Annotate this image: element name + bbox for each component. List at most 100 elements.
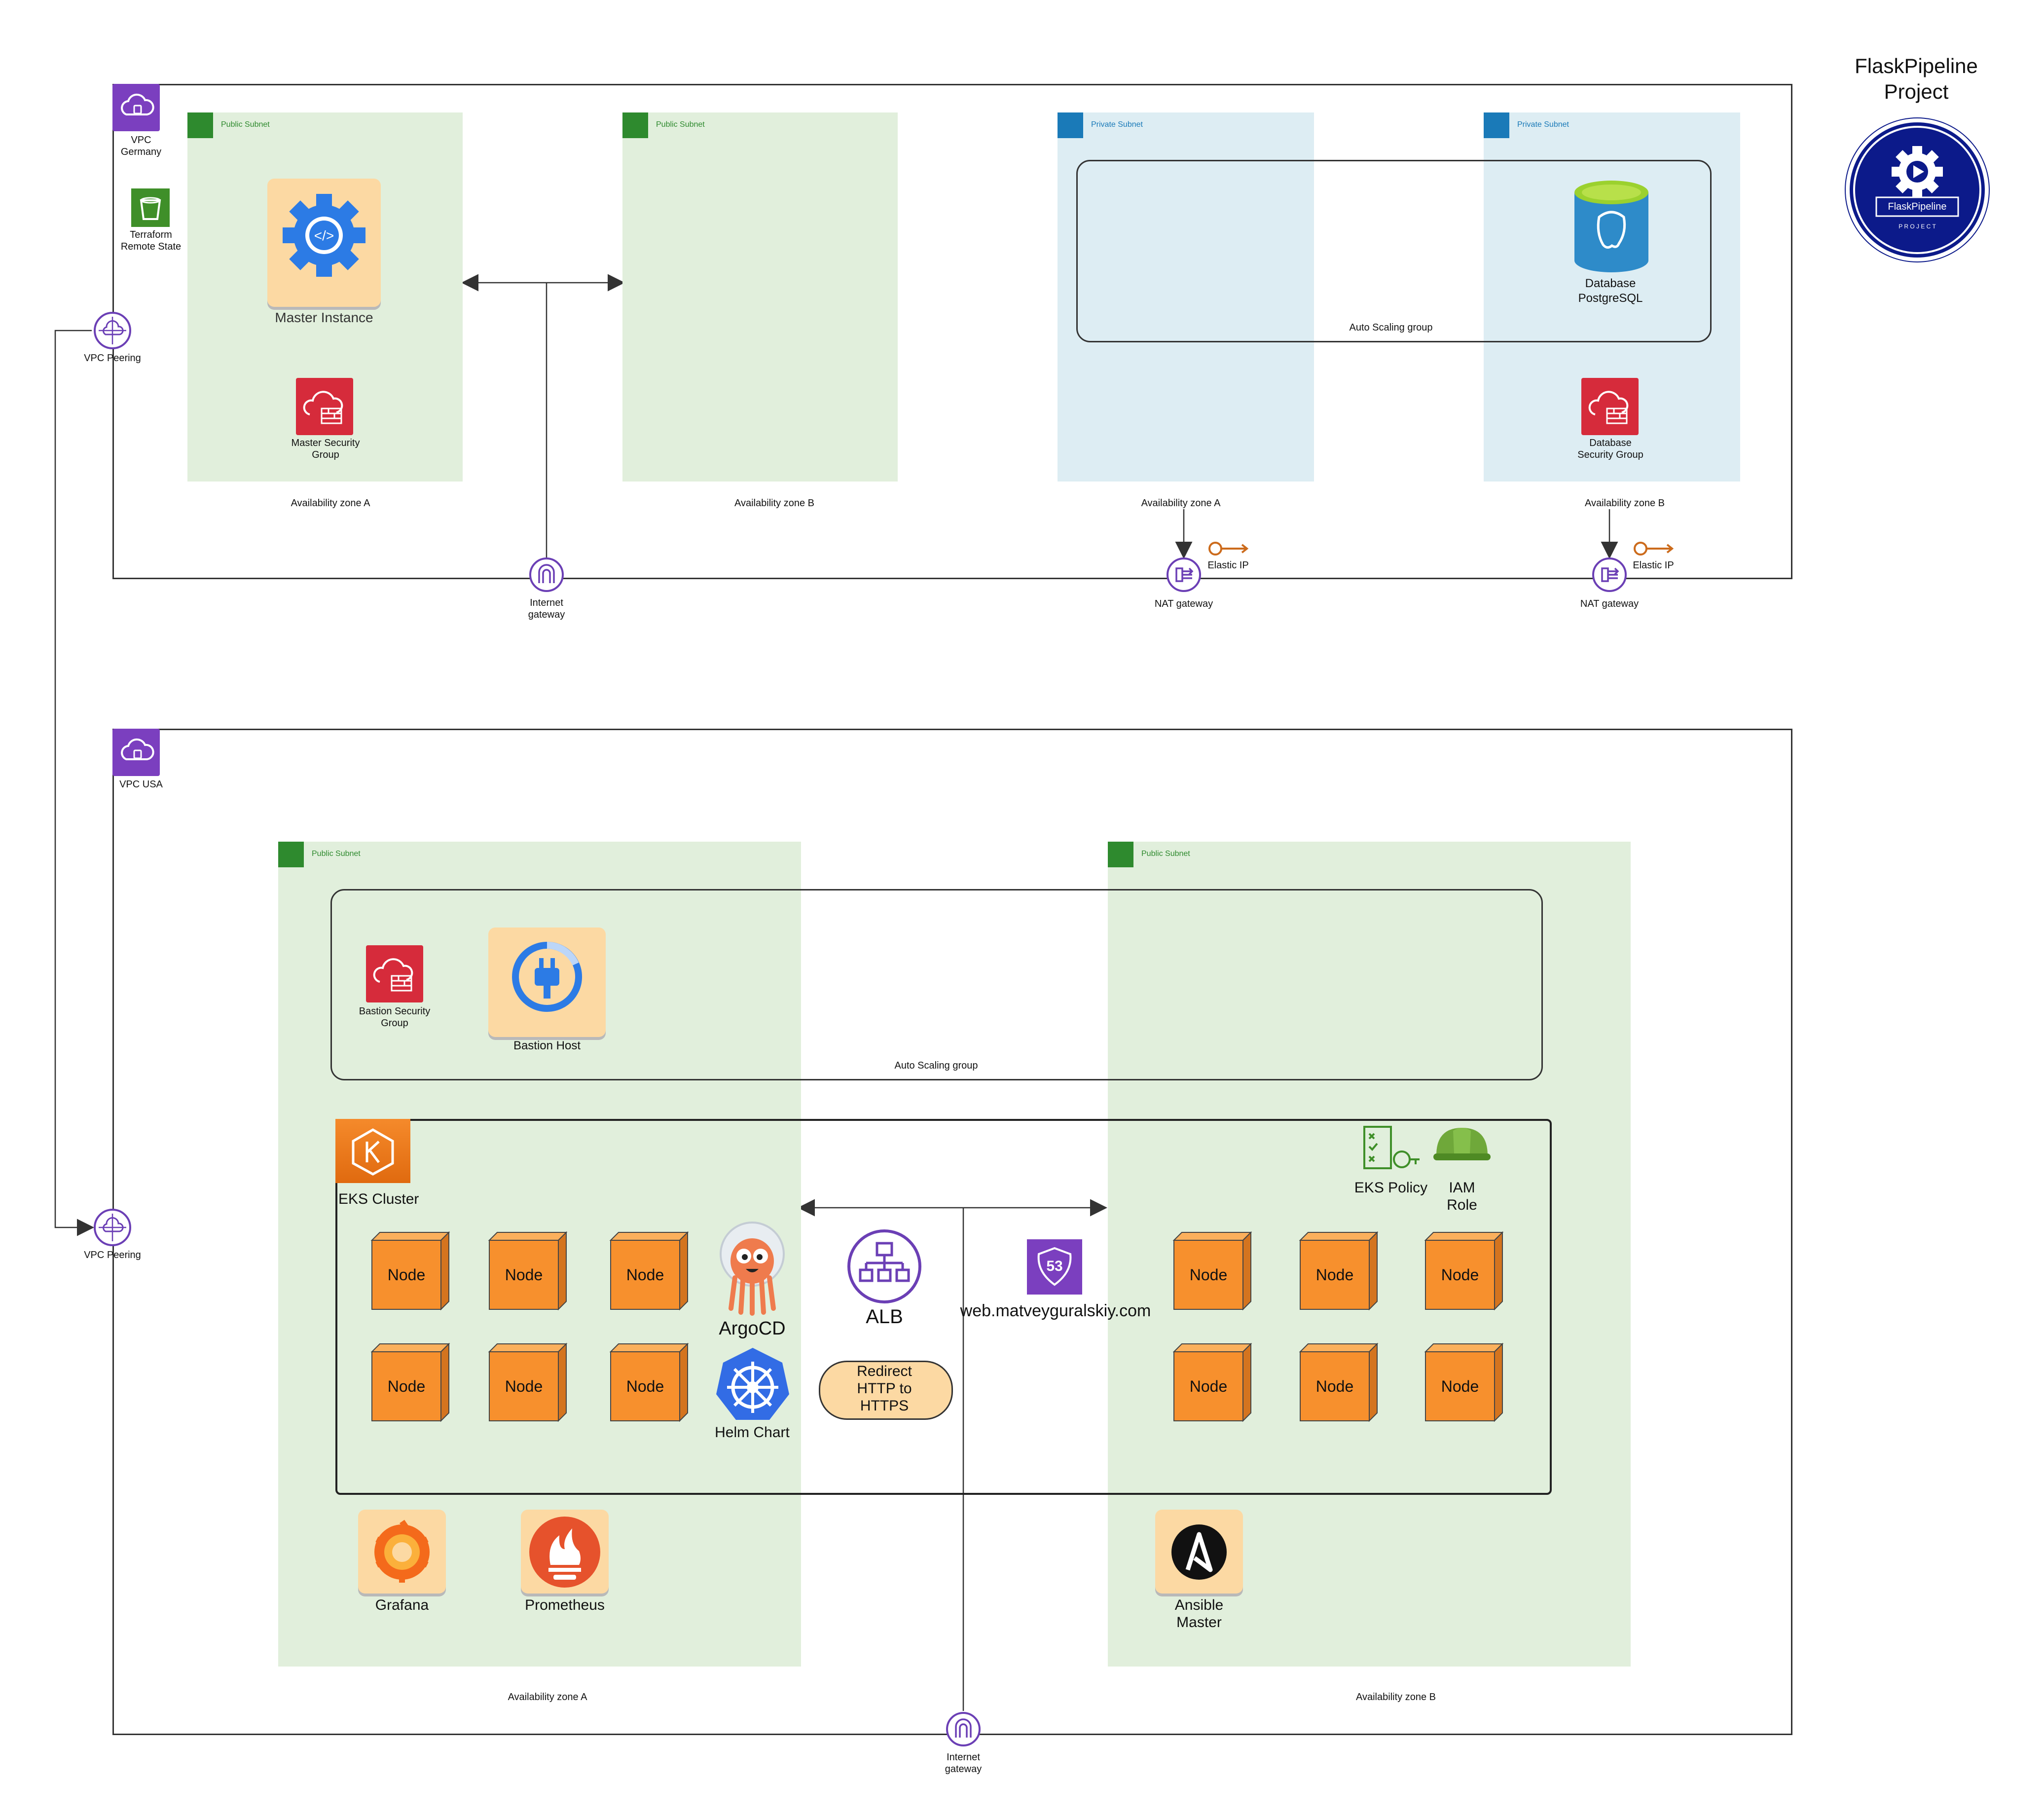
node-cube-icon [609,1342,689,1422]
node-box: Node [370,1342,450,1422]
lock-icon [187,112,213,138]
usa-igw-label: Internet gateway [914,1751,1013,1775]
node-label: Node [1441,1377,1479,1395]
germany-igw-label: Internet gateway [497,597,596,621]
az-label: Availability zone A [508,1692,587,1703]
node-cube-icon [1172,1231,1252,1311]
germany-asg-label: Auto Scaling group [1349,322,1433,333]
node-label: Node [1315,1377,1354,1395]
vpc-germany-label-2: Germany [120,147,162,157]
node-cube-icon [1172,1342,1252,1422]
firewall-icon [366,945,423,1002]
lock-icon [1484,112,1509,138]
iam-role-label-1: IAM [1449,1180,1475,1196]
eks-policy-label: EKS Policy [1354,1180,1428,1196]
redirect-label-1: Redirect [857,1363,912,1379]
nat-gateway-icon [1167,557,1201,592]
firewall-icon [1581,378,1639,435]
bastion-sg-label-1: Bastion Security [359,1006,431,1017]
route53-number: 53 [1046,1258,1063,1274]
alb-icon [847,1229,921,1303]
database-label: Database PostgreSQL [1544,276,1677,306]
bastion-host-label: Bastion Host [513,1039,581,1052]
elastic-ip-key-icon [1634,542,1674,556]
s3-bucket-icon [131,188,170,227]
project-title-line1: FlaskPipeline [1855,54,1978,77]
nat-gateway-label: NAT gateway [1154,598,1213,609]
bastion-host-tile: Bastion Host [488,927,606,1052]
redirect-label-3: HTTPS [860,1398,909,1414]
plug-icon [512,942,583,1012]
node-label: Node [505,1266,543,1284]
bastion-sg-label-2: Group [381,1018,408,1029]
argocd-octopus-icon [720,1222,785,1316]
igw-label-2: gateway [528,609,565,620]
node-label: Node [1315,1266,1354,1284]
project-title-line2: Project [1884,80,1949,103]
node-label: Node [387,1377,426,1395]
node-cube-icon [488,1231,568,1311]
svg-text:</>: </> [314,228,334,243]
vpc-peering-icon [94,1209,131,1246]
prometheus-label: Prometheus [525,1597,605,1613]
master-instance-label: Master Instance [275,310,373,325]
eks-cluster-label: EKS Cluster [338,1191,419,1207]
node-cube-icon [1299,1231,1379,1311]
postgresql-database-icon [1574,181,1648,272]
elastic-ip-label: Elastic IP [1633,560,1674,571]
ansible-master-label: Ansible Master [1142,1596,1256,1631]
node-box: Node [1424,1231,1504,1311]
ansible-tile [1155,1510,1243,1594]
grafana-tile [358,1510,446,1594]
ansible-label-1: Ansible [1174,1597,1224,1613]
terraform-label-1: Terraform [130,229,172,240]
vpc-germany-label: VPC Germany [107,134,176,158]
germany-private-subnet-a: Private Subnet [1058,112,1314,482]
prometheus-flame-icon [529,1517,600,1588]
vpc-germany-label-1: VPC [131,135,151,146]
helm-chart-label: Helm Chart [715,1424,790,1441]
subnet-label: Public Subnet [221,120,270,129]
usa-asg-label: Auto Scaling group [894,1060,978,1071]
project-logo: FlaskPipeline P R O J E C T [1846,118,1989,261]
node-box: Node [488,1231,568,1311]
germany-public-subnet-b: Public Subnet [622,112,898,482]
ansible-icon [1171,1524,1227,1580]
node-cube-icon [1299,1342,1379,1422]
germany-auto-scaling-group [1076,160,1712,342]
node-label: Node [387,1266,426,1284]
lock-icon [1108,842,1133,867]
az-label: Availability zone A [1141,498,1221,509]
elastic-ip-key-icon [1208,542,1249,556]
node-label: Node [1441,1266,1479,1284]
logo-badge-sub: P R O J E C T [1898,223,1936,230]
gear-code-icon: </> [283,194,365,277]
az-label: Availability zone B [1356,1692,1436,1703]
alb-label: ALB [866,1306,903,1328]
argocd-label: ArgoCD [719,1318,786,1339]
node-cube-icon [609,1231,689,1311]
node-cube-icon [1424,1342,1504,1422]
eks-policy-icon [1363,1126,1420,1169]
prometheus-tile [521,1510,609,1594]
database-label-1: Database [1585,277,1636,290]
node-box: Node [1172,1231,1252,1311]
domain-label: web.matveyguralskiy.com [960,1301,1151,1320]
redirect-http-https-box [819,1361,953,1420]
node-box: Node [488,1342,568,1422]
subnet-label: Private Subnet [1517,120,1569,129]
route53-icon: 53 [1027,1239,1082,1295]
node-box: Node [370,1231,450,1311]
database-sg-label-2: Security Group [1577,449,1643,460]
terraform-state-label: Terraform Remote State [107,229,195,253]
subnet-label: Public Subnet [656,120,705,129]
node-label: Node [626,1266,664,1284]
node-box: Node [1299,1231,1379,1311]
internet-gateway-icon [946,1712,981,1746]
gear-play-icon [1853,126,1981,254]
node-box: Node [609,1342,689,1422]
master-instance-tile: </> Master Instance [267,179,381,325]
vpc-cloud-icon [112,729,160,776]
iam-role-label-2: Role [1447,1197,1477,1213]
